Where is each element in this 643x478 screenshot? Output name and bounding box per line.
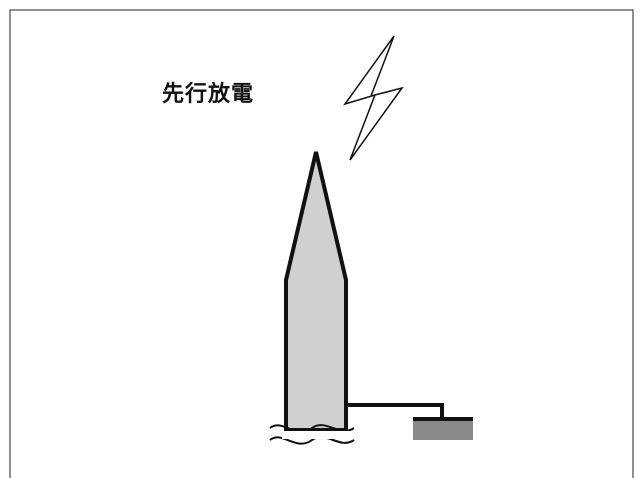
diagram-label: 先行放電 [162,82,255,107]
ground-wire [346,403,444,418]
frame-border [9,9,634,478]
rod-break-mark [269,424,355,433]
ground-plate-top [413,417,473,421]
ground-plate [413,421,473,440]
rod-break-mark [269,436,355,445]
lightning-bolt-icon [343,35,404,161]
lightning-rod [284,151,348,432]
rod-break-mask [282,431,350,439]
